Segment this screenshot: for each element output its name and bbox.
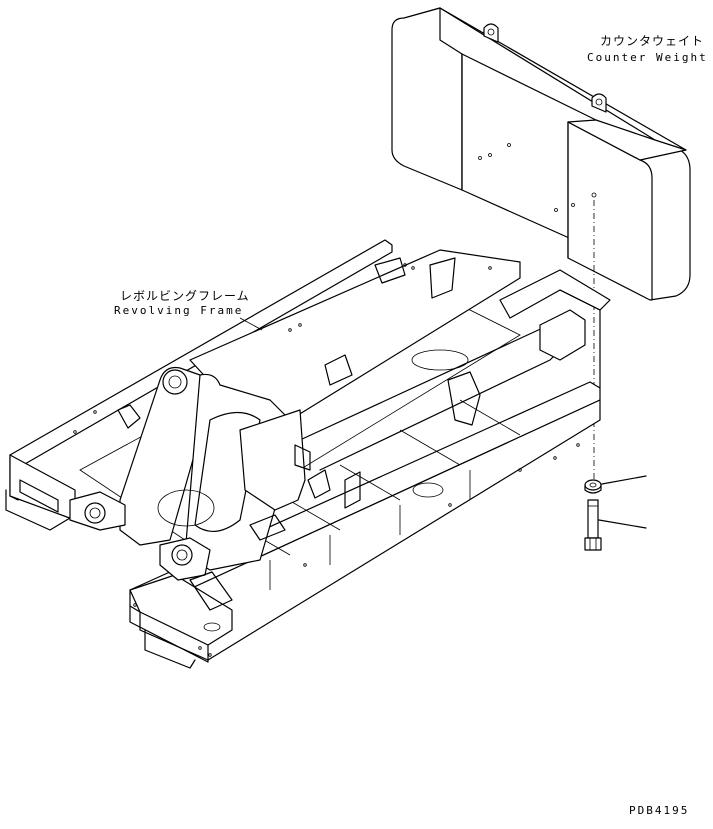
washer bbox=[584, 479, 602, 494]
revolving-frame bbox=[5, 239, 611, 669]
frame-leader-line bbox=[239, 317, 263, 331]
rail-holes bbox=[73, 263, 580, 657]
frame-label-en: Revolving Frame bbox=[114, 304, 244, 317]
counterweight-label-en: Counter Weight bbox=[587, 51, 708, 64]
bolt bbox=[584, 499, 602, 551]
bolt-leader-line bbox=[598, 519, 647, 529]
frame-label-jp: レボルビングフレーム bbox=[120, 289, 250, 303]
washer-leader-line bbox=[601, 475, 647, 485]
counterweight-label-jp: カウンタウェイト bbox=[600, 34, 705, 48]
lifting-eye bbox=[483, 23, 499, 43]
counterweight bbox=[391, 7, 691, 301]
drawing-code: PDB4195 bbox=[629, 804, 690, 817]
lifting-eye bbox=[591, 93, 607, 113]
